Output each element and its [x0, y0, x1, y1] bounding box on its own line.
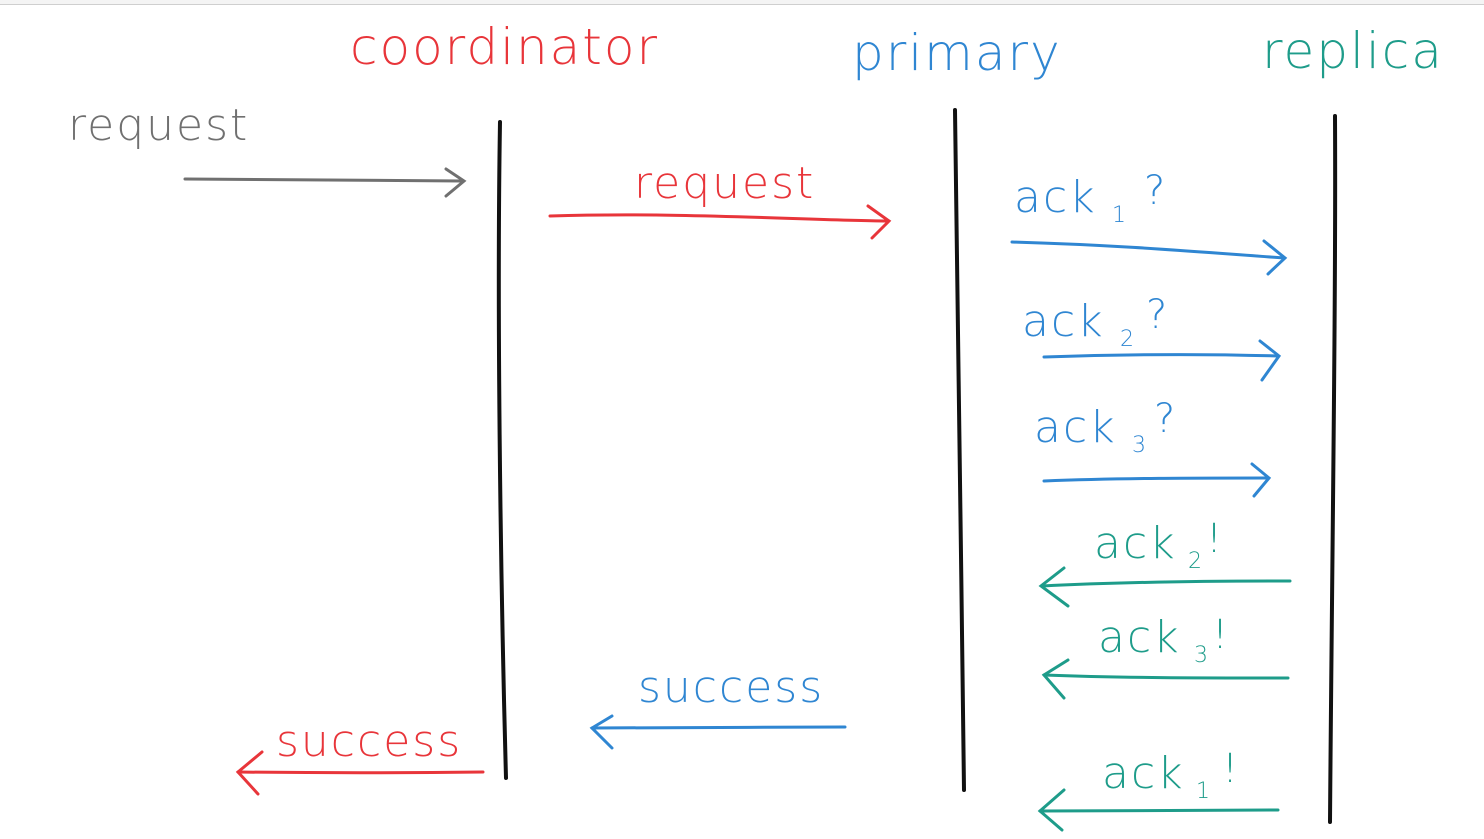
ack1-query-text: ack: [1014, 172, 1097, 223]
ack2-query-mark: ?: [1146, 292, 1167, 338]
participant-replica: replica: [1262, 22, 1444, 80]
arrow-client-request: [183, 167, 467, 198]
arrow-coordinator-request: [548, 204, 892, 240]
participant-coordinator: coordinator: [350, 18, 659, 76]
ack1-query-sub: 1: [1112, 203, 1126, 228]
lifeline-coordinator: [496, 120, 508, 780]
ack1-exclaim-text: ack: [1102, 748, 1185, 799]
arrow-ack2-query: [1042, 339, 1282, 382]
arrow-ack2-exclaim: [1038, 566, 1292, 608]
label-ack1-exclaim: ack 1 !: [1102, 746, 1238, 804]
participant-primary: primary: [852, 24, 1062, 82]
ack3-exclaim-sub: 3: [1194, 643, 1208, 668]
ack1-exclaim-mark: !: [1222, 746, 1238, 792]
ack2-query-text: ack: [1022, 296, 1105, 347]
ack3-query-mark: ?: [1154, 396, 1175, 442]
ack2-query-sub: 2: [1120, 327, 1134, 352]
ack3-exclaim-text: ack: [1098, 612, 1181, 663]
label-ack3-query: ack 3 ?: [1034, 396, 1175, 458]
lifeline-primary: [953, 108, 966, 792]
label-client-request: request: [68, 100, 249, 151]
ack2-exclaim-sub: 2: [1188, 549, 1202, 574]
label-ack3-exclaim: ack 3 !: [1098, 612, 1228, 668]
arrow-ack1-query: [1010, 239, 1288, 276]
arrow-primary-success: [589, 714, 847, 750]
lifeline-replica: [1328, 114, 1338, 824]
label-ack2-query: ack 2 ?: [1022, 292, 1167, 352]
ack2-exclaim-text: ack: [1094, 518, 1177, 569]
ack1-exclaim-sub: 1: [1196, 779, 1210, 804]
ack2-exclaim-mark: !: [1206, 516, 1222, 562]
label-coordinator-request: request: [634, 158, 815, 209]
label-ack2-exclaim: ack 2 !: [1094, 516, 1222, 574]
label-primary-success: success: [638, 662, 824, 713]
label-coordinator-success: success: [276, 716, 462, 767]
ack1-query-mark: ?: [1144, 168, 1165, 214]
ack3-exclaim-mark: !: [1212, 612, 1228, 658]
ack3-query-sub: 3: [1132, 433, 1146, 458]
label-ack1-query: ack 1 ?: [1014, 168, 1165, 228]
ack3-query-text: ack: [1034, 402, 1117, 453]
arrow-ack3-exclaim: [1041, 658, 1290, 700]
window-top-border: [0, 0, 1484, 5]
arrow-coordinator-success: [235, 750, 485, 796]
arrow-ack3-query: [1042, 462, 1272, 498]
arrow-ack1-exclaim: [1037, 788, 1280, 832]
